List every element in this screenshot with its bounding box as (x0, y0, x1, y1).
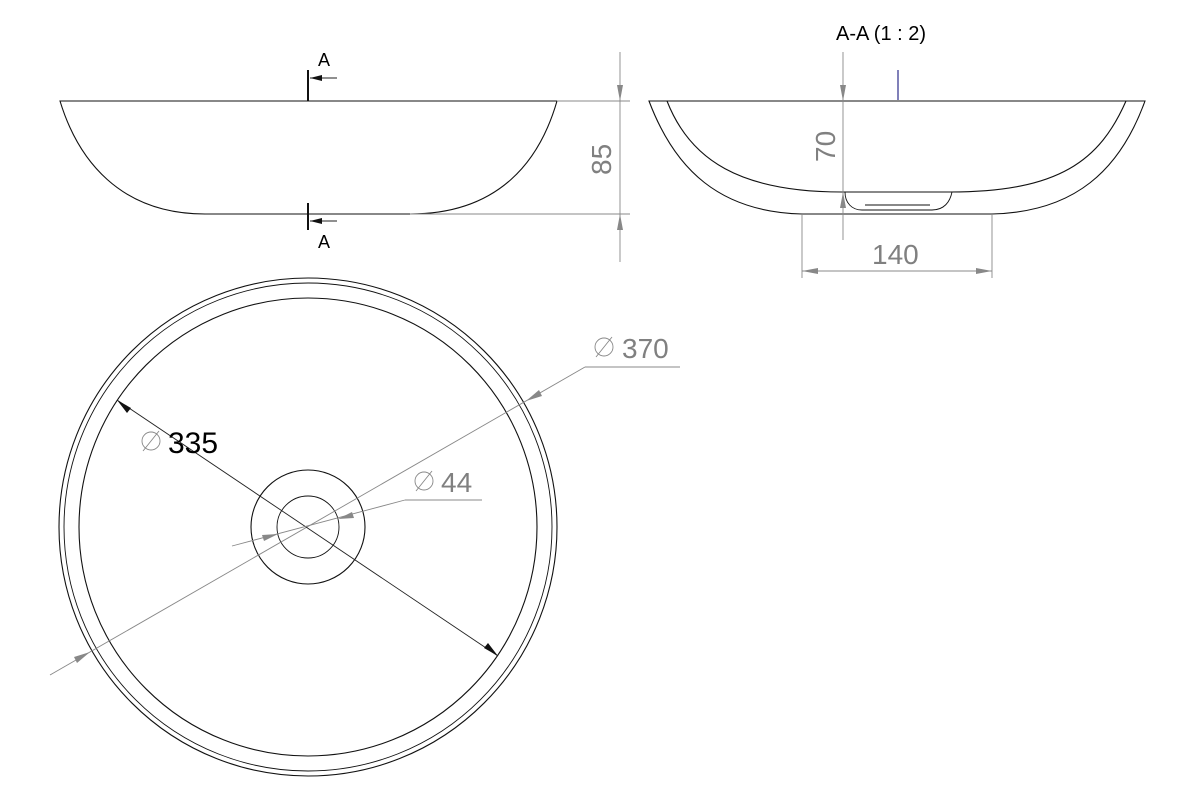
front-view: A A 85 (59, 50, 630, 262)
dimension-base-width-label: 140 (872, 239, 919, 270)
dimension-drain-diameter-label: 44 (441, 467, 472, 498)
dimension-outer-diameter: 370 (49, 333, 680, 676)
dimension-drain-diameter: 44 (231, 467, 482, 547)
dimension-inner-diameter-label: 335 (168, 427, 218, 460)
dimension-overall-height-label: 85 (586, 144, 617, 175)
section-drain-recess (844, 191, 953, 211)
section-view: A-A (1 : 2) 70 140 (648, 23, 1146, 278)
top-view-outer-rim-inner-edge (63, 282, 553, 772)
top-view-drain-outer (250, 469, 366, 585)
section-cut-marker-top: A (307, 50, 337, 101)
section-view-title: A-A (1 : 2) (836, 23, 926, 45)
top-view: 370 335 44 (49, 277, 680, 777)
section-cut-label-bottom: A (318, 232, 330, 252)
dimension-outer-diameter-label: 370 (622, 333, 669, 364)
front-view-bowl-outline (59, 100, 558, 215)
top-view-drain-inner (276, 495, 340, 559)
section-cut-marker-bottom: A (307, 203, 337, 252)
dimension-inner-depth-label: 70 (810, 131, 841, 162)
section-cut-label-top: A (318, 50, 330, 70)
dimension-overall-height: 85 (410, 52, 630, 262)
dimension-base-width: 140 (801, 214, 993, 278)
top-view-inner-bowl (78, 297, 538, 757)
top-view-outer-rim (58, 277, 558, 777)
dimension-inner-depth: 70 (810, 52, 846, 240)
dimension-inner-diameter: 335 (116, 399, 499, 657)
section-wall-hatched (648, 100, 1146, 215)
